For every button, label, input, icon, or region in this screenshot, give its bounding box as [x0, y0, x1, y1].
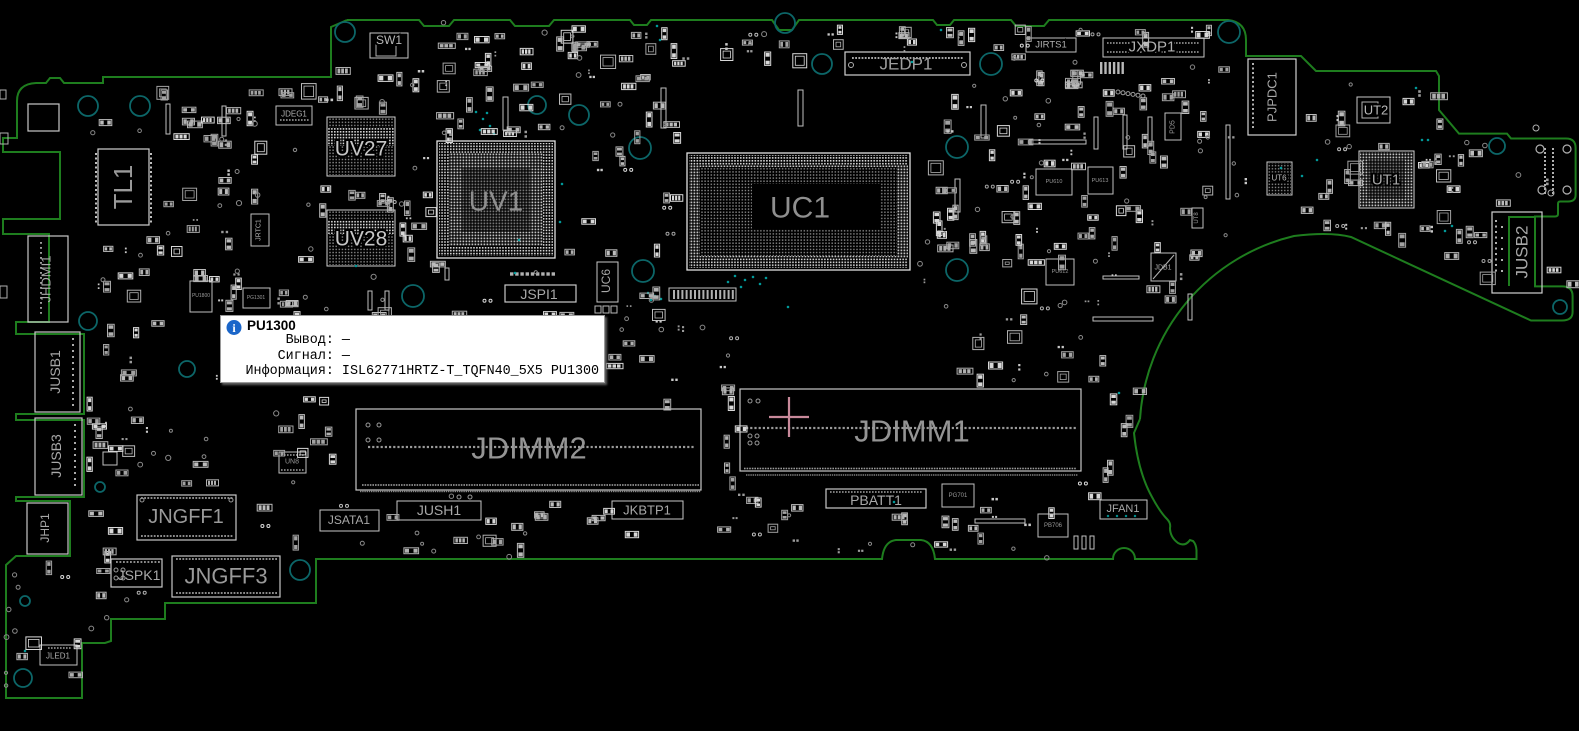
svg-text:UV28: UV28: [335, 228, 388, 251]
svg-text:JFAN1: JFAN1: [1106, 503, 1139, 515]
svg-text:JDIMM1: JDIMM1: [854, 414, 969, 449]
svg-text:PU613: PU613: [1092, 178, 1109, 184]
svg-text:PG701: PG701: [949, 493, 968, 499]
svg-text:JUSB2: JUSB2: [1513, 226, 1532, 279]
svg-text:PU612: PU612: [1052, 269, 1069, 275]
svg-text:JUSB3: JUSB3: [48, 434, 64, 478]
svg-text:JEDP1: JEDP1: [880, 55, 933, 74]
svg-text:UT2: UT2: [1364, 103, 1389, 118]
svg-text:JHP1: JHP1: [38, 513, 52, 543]
svg-text:UV27: UV27: [335, 138, 388, 161]
svg-text:JRTC1: JRTC1: [256, 219, 263, 241]
svg-text:JSATA1: JSATA1: [328, 513, 371, 527]
svg-text:PU610: PU610: [1046, 179, 1063, 185]
svg-text:JSPK1: JSPK1: [118, 567, 161, 583]
svg-text:JNGFF1: JNGFF1: [148, 506, 224, 528]
svg-text:PG1301: PG1301: [247, 295, 266, 301]
svg-text:JUSB1: JUSB1: [47, 350, 63, 394]
svg-text:JIRTS1: JIRTS1: [1035, 40, 1067, 51]
svg-text:JXDP1: JXDP1: [1129, 39, 1176, 56]
svg-text:JUSH1: JUSH1: [417, 502, 462, 518]
svg-text:UT6: UT6: [1271, 174, 1287, 183]
svg-text:UN8: UN8: [285, 459, 299, 466]
svg-text:JDEG1: JDEG1: [281, 110, 307, 119]
svg-text:PJPDC1: PJPDC1: [1265, 72, 1280, 122]
svg-text:JNGFF3: JNGFF3: [184, 564, 267, 589]
svg-text:JSPI1: JSPI1: [520, 286, 558, 302]
svg-text:UT8: UT8: [1194, 212, 1200, 224]
svg-text:JKBTP1: JKBTP1: [623, 503, 671, 518]
svg-text:PBATT1: PBATT1: [850, 492, 902, 508]
svg-text:SW1: SW1: [376, 33, 402, 47]
svg-text:PB706: PB706: [1044, 523, 1063, 529]
svg-text:PU1800: PU1800: [192, 293, 210, 299]
svg-text:TL1: TL1: [108, 165, 138, 210]
svg-text:PD5: PD5: [1170, 120, 1177, 134]
svg-text:JLED1: JLED1: [46, 652, 71, 661]
svg-text:UC1: UC1: [770, 192, 830, 225]
svg-text:UC6: UC6: [599, 269, 613, 293]
svg-text:i: i: [232, 321, 236, 335]
svg-text:UT1: UT1: [1372, 172, 1400, 189]
svg-text:JDB1: JDB1: [1154, 265, 1171, 272]
svg-text:UV1: UV1: [469, 186, 523, 217]
svg-text:JHDMI1: JHDMI1: [39, 256, 54, 303]
